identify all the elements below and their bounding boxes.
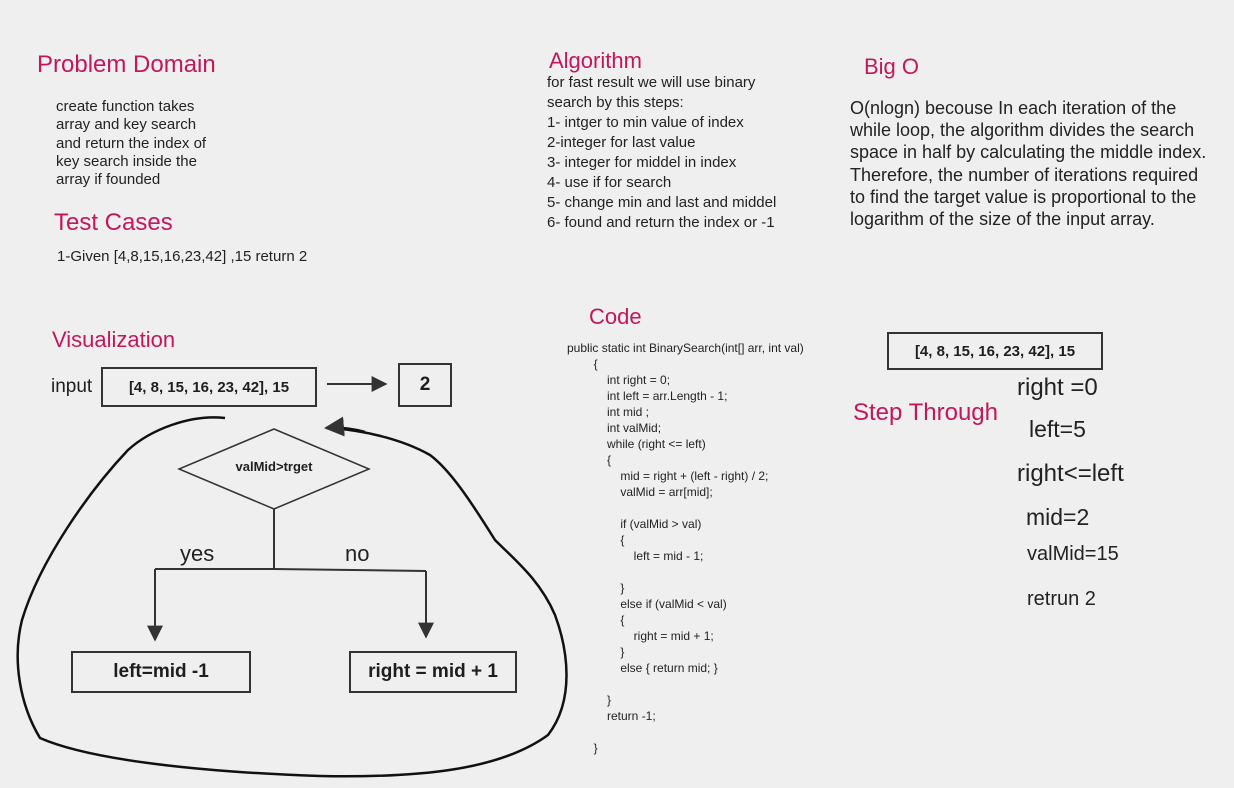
step-input-box: [4, 8, 15, 16, 23, 42], 15	[887, 332, 1103, 370]
step-through-title: Step Through	[853, 399, 998, 426]
branch-horizontal-right	[273, 568, 427, 572]
left-update-box: left=mid -1	[71, 651, 251, 693]
right-update-box: right = mid + 1	[349, 651, 517, 693]
visualization-title: Visualization	[52, 327, 176, 352]
step-left-init: left=5	[1029, 416, 1086, 442]
test-cases-title: Test Cases	[54, 209, 173, 236]
code-block: public static int BinarySearch(int[] arr…	[567, 341, 804, 755]
step-mid: mid=2	[1026, 504, 1090, 530]
input-box: [4, 8, 15, 16, 23, 42], 15	[101, 367, 317, 407]
no-label: no	[345, 541, 370, 566]
output-box: 2	[398, 363, 452, 407]
big-o-title: Big O	[864, 54, 920, 79]
yes-label: yes	[180, 541, 215, 566]
decision-label: valMid>trget	[235, 459, 313, 474]
loop-outline	[16, 416, 568, 778]
problem-domain-title: Problem Domain	[37, 51, 216, 78]
algorithm-title: Algorithm	[549, 48, 642, 73]
step-valmid: valMid=15	[1027, 543, 1119, 565]
input-label: input	[51, 376, 93, 397]
step-loop-condition: right<=left	[1017, 460, 1124, 487]
step-return: retrun 2	[1027, 588, 1096, 610]
test-cases-text: 1-Given [4,8,15,16,23,42] ,15 return 2	[57, 248, 308, 265]
big-o-text: O(nlogn) becouse In each iteration of th…	[850, 98, 1207, 230]
code-title: Code	[589, 304, 642, 329]
step-right-init: right =0	[1017, 374, 1098, 401]
loop-arrowhead	[324, 416, 366, 437]
problem-domain-text: create function takes array and key sear…	[56, 98, 207, 189]
algorithm-text: for fast result we will use binary searc…	[547, 74, 777, 231]
